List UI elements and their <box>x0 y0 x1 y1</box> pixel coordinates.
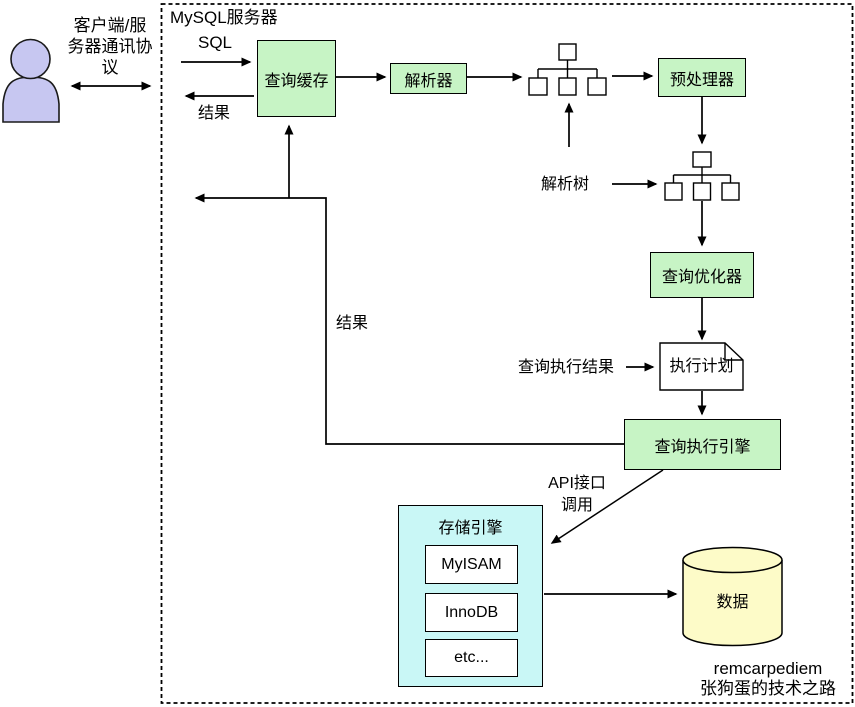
result-return-path <box>194 193 624 445</box>
engine-etc-node: etc... <box>425 639 518 677</box>
preprocessor-node: 预处理器 <box>658 58 746 97</box>
parser-label: 解析器 <box>404 72 453 90</box>
watermark-line2: 张狗蛋的技术之路 <box>700 679 836 698</box>
parser-node: 解析器 <box>390 63 467 94</box>
query-exec-engine-node: 查询执行引擎 <box>624 419 781 470</box>
query-optimizer-label: 查询优化器 <box>661 269 742 286</box>
data-store-label: 数据 <box>716 594 749 611</box>
query-cache-node: 查询缓存 <box>257 40 336 117</box>
exec-plan-label: 执行计划 <box>669 358 734 375</box>
client-person-icon <box>2 38 60 123</box>
query-exec-result-label: 查询执行结果 <box>518 359 615 376</box>
engine-myisam-label: MyISAM <box>441 555 502 573</box>
engine-innodb-node: InnoDB <box>425 593 518 632</box>
api-call-label: API接口 调用 <box>548 475 606 514</box>
query-cache-label: 查询缓存 <box>264 72 329 90</box>
api-call-arrow <box>550 469 664 544</box>
engine-etc-label: etc... <box>454 649 489 666</box>
result-return-label: 结果 <box>336 315 369 332</box>
engine-myisam-node: MyISAM <box>425 545 518 584</box>
parse-tree-icon <box>664 151 740 201</box>
watermark-line1: remcarpediem <box>713 659 823 678</box>
query-exec-engine-label: 查询执行引擎 <box>654 438 751 456</box>
server-title: MySQL服务器 <box>170 8 278 27</box>
syntax-tree-icon <box>528 43 607 96</box>
exec-plan-document-shape <box>659 342 744 391</box>
engine-innodb-label: InnoDB <box>444 603 499 621</box>
result-top-label: 结果 <box>198 105 231 122</box>
preprocessor-label: 预处理器 <box>669 71 734 89</box>
client-protocol-label: 客户端/服 务器通讯协 议 <box>67 16 153 77</box>
storage-engine-title: 存储引擎 <box>438 520 503 537</box>
query-optimizer-node: 查询优化器 <box>650 252 754 298</box>
storage-engine-node: 存储引擎 MyISAM InnoDB etc... <box>398 505 543 687</box>
data-cylinder-shape <box>682 546 783 647</box>
sql-label: SQL <box>198 33 233 52</box>
parse-tree-label: 解析树 <box>541 176 590 193</box>
mysql-server-boundary <box>160 3 854 704</box>
